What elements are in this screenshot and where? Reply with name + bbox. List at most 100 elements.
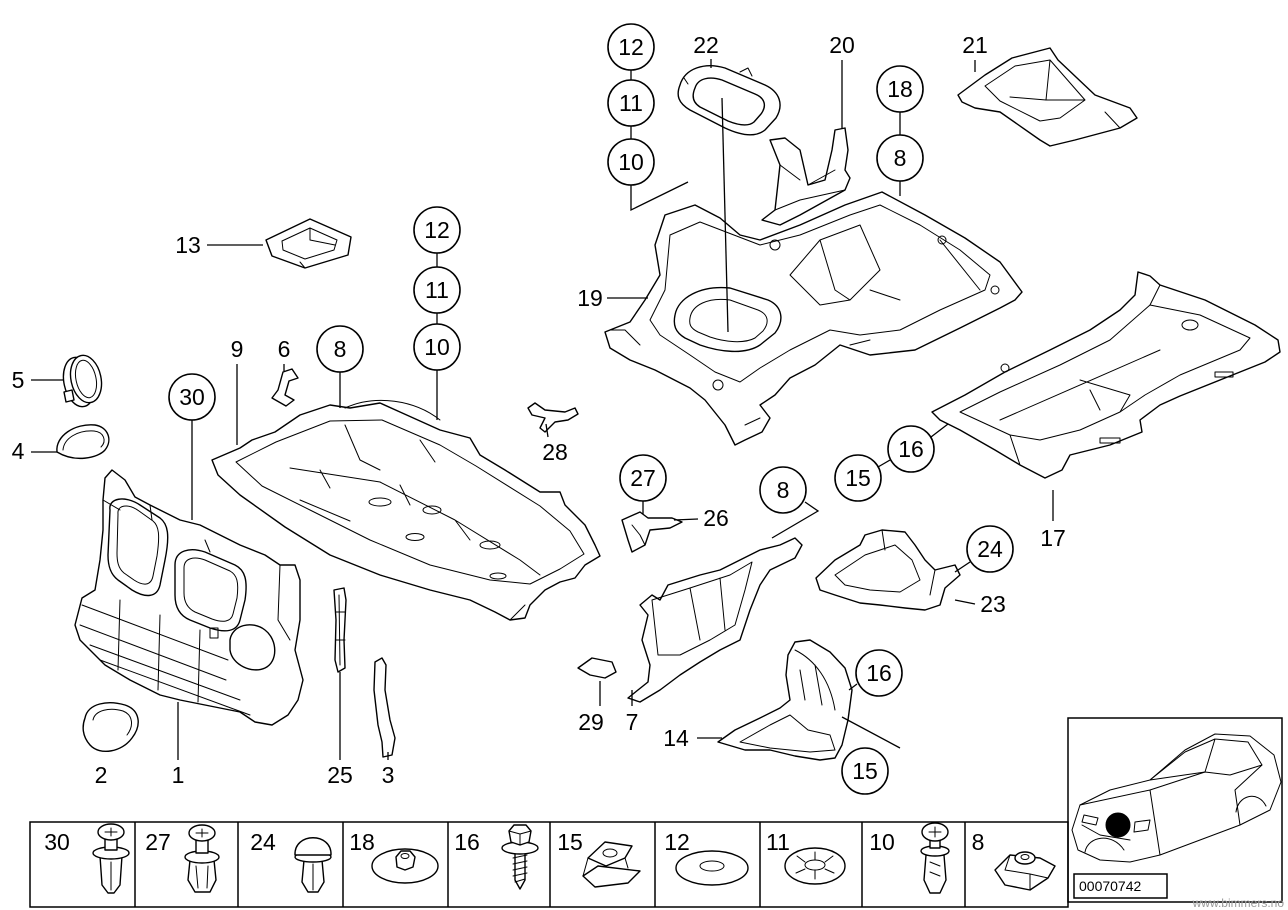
callout-16-upper: 16 — [898, 436, 924, 462]
fastener-label-12: 12 — [664, 829, 690, 855]
callout-12-left: 12 — [424, 217, 450, 243]
fastener-label-10: 10 — [869, 829, 895, 855]
part-7-outline — [627, 537, 803, 703]
fastener-label-11: 11 — [766, 829, 790, 855]
car-hood-lines — [1079, 764, 1263, 856]
callout-20: 20 — [829, 32, 855, 58]
fastener-label-16: 16 — [454, 829, 480, 855]
part-3-outline — [373, 657, 396, 758]
part-5-front-edge — [69, 354, 103, 404]
part-9-hole-2 — [422, 505, 442, 515]
leader-line-10-right — [630, 181, 689, 212]
part-13-drawing — [265, 218, 352, 269]
vehicle-location-thumbnail: 00070742 — [1067, 717, 1283, 903]
leader-line-16-17 — [930, 423, 949, 438]
callout-16-lower: 16 — [866, 660, 892, 686]
fastener-15-hole — [602, 848, 618, 858]
callout-25: 25 — [327, 762, 353, 788]
callout-circle-18 — [876, 65, 924, 113]
fastener-15-lower-plate — [582, 865, 641, 888]
part-5-drawing — [62, 354, 103, 408]
callout-circle-24 — [966, 525, 1014, 573]
part-5-inner-edge — [74, 359, 98, 399]
part-19-hole-2 — [769, 239, 781, 251]
image-number: 00070742 — [1079, 878, 1142, 894]
part-13-outline — [265, 218, 352, 269]
part-9-cable — [344, 399, 441, 421]
leader-line-8-middle — [771, 501, 820, 539]
callout-circle-12-right — [607, 23, 655, 71]
callout-26: 26 — [703, 505, 729, 531]
seal-to-floor-guide-line — [721, 97, 729, 333]
callout-14: 14 — [663, 725, 689, 751]
fastener-label-27: 27 — [145, 829, 171, 855]
car-body-outline — [1071, 733, 1282, 863]
callout-6: 6 — [278, 336, 291, 362]
part-5-tab — [63, 389, 75, 403]
part-3-drawing — [373, 657, 396, 758]
callout-19: 19 — [577, 285, 603, 311]
fastener-label-8: 8 — [972, 829, 985, 855]
callout-circle-30 — [168, 373, 216, 421]
fastener-16-thread — [512, 854, 528, 883]
fastener-10-cross — [928, 826, 942, 877]
car-wheel-arches — [1084, 795, 1267, 853]
part-22-inner — [692, 77, 766, 126]
part-9-hole-3 — [479, 540, 501, 550]
part-19-hole-ring-inner — [689, 298, 768, 343]
callout-9: 9 — [231, 336, 244, 362]
part-13-detail — [265, 227, 336, 269]
leader-line-16-lower — [848, 683, 858, 691]
leader-line-24 — [954, 561, 971, 573]
callout-circles — [168, 23, 1014, 795]
part-1-left-kidney-opening — [107, 498, 169, 597]
fastener-11-tabs — [795, 851, 835, 880]
part-20-drawing — [761, 127, 851, 226]
fastener-label-24: 24 — [250, 829, 276, 855]
part-1-slats — [79, 499, 291, 716]
part-25-detail — [335, 594, 346, 666]
part-28-outline — [527, 402, 579, 433]
callout-circle-15-lower — [841, 747, 889, 795]
fastener-12-washer — [675, 850, 749, 886]
part-19-inner-surface — [649, 204, 991, 383]
callout-11-left: 11 — [425, 277, 449, 303]
part-27-outline — [621, 511, 683, 553]
fastener-27-drawing — [184, 824, 220, 893]
leader-line-15-16 — [877, 459, 891, 468]
part-19-tunnel-bump — [789, 224, 981, 306]
callout-11-right: 11 — [619, 90, 643, 116]
part-17-slot-1 — [1214, 371, 1234, 378]
part-1-left-kidney-inner — [116, 505, 160, 585]
part-21-outline — [957, 47, 1138, 147]
fastener-10-drawing — [920, 822, 950, 894]
callout-30: 30 — [179, 384, 205, 410]
car-headlights — [1081, 814, 1151, 833]
fastener-11-washer — [784, 847, 846, 885]
part-21-drawing — [957, 47, 1138, 147]
fastener-15-upper-plate — [587, 841, 633, 867]
callout-29: 29 — [578, 709, 604, 735]
callout-10-left: 10 — [424, 334, 450, 360]
fastener-row: 30 27 24 18 16 15 12 11 10 8 — [29, 821, 1069, 908]
part-19-hole-4 — [990, 285, 1000, 295]
part-17-hole-1 — [1181, 319, 1199, 331]
callout-24: 24 — [977, 536, 1003, 562]
part-28-drawing — [527, 402, 579, 433]
fastener-12-hole — [699, 860, 725, 872]
leader-line-28 — [545, 423, 549, 438]
fastener-27-cross — [195, 828, 209, 889]
part-9-drawing — [211, 399, 601, 621]
part-9-outline — [211, 402, 601, 621]
callout-circle-11-right — [607, 79, 655, 127]
part-4-outline — [56, 424, 110, 460]
image-number-box — [1073, 873, 1168, 899]
callout-21: 21 — [962, 32, 988, 58]
part-22-tabs — [683, 67, 753, 85]
part-22-drawing — [677, 65, 781, 136]
part-14-drawing — [717, 639, 853, 761]
part-17-outline — [931, 271, 1281, 479]
car-windshield — [1149, 738, 1263, 781]
part-21-inner — [984, 59, 1121, 129]
fastener-row-frame — [29, 821, 1069, 908]
